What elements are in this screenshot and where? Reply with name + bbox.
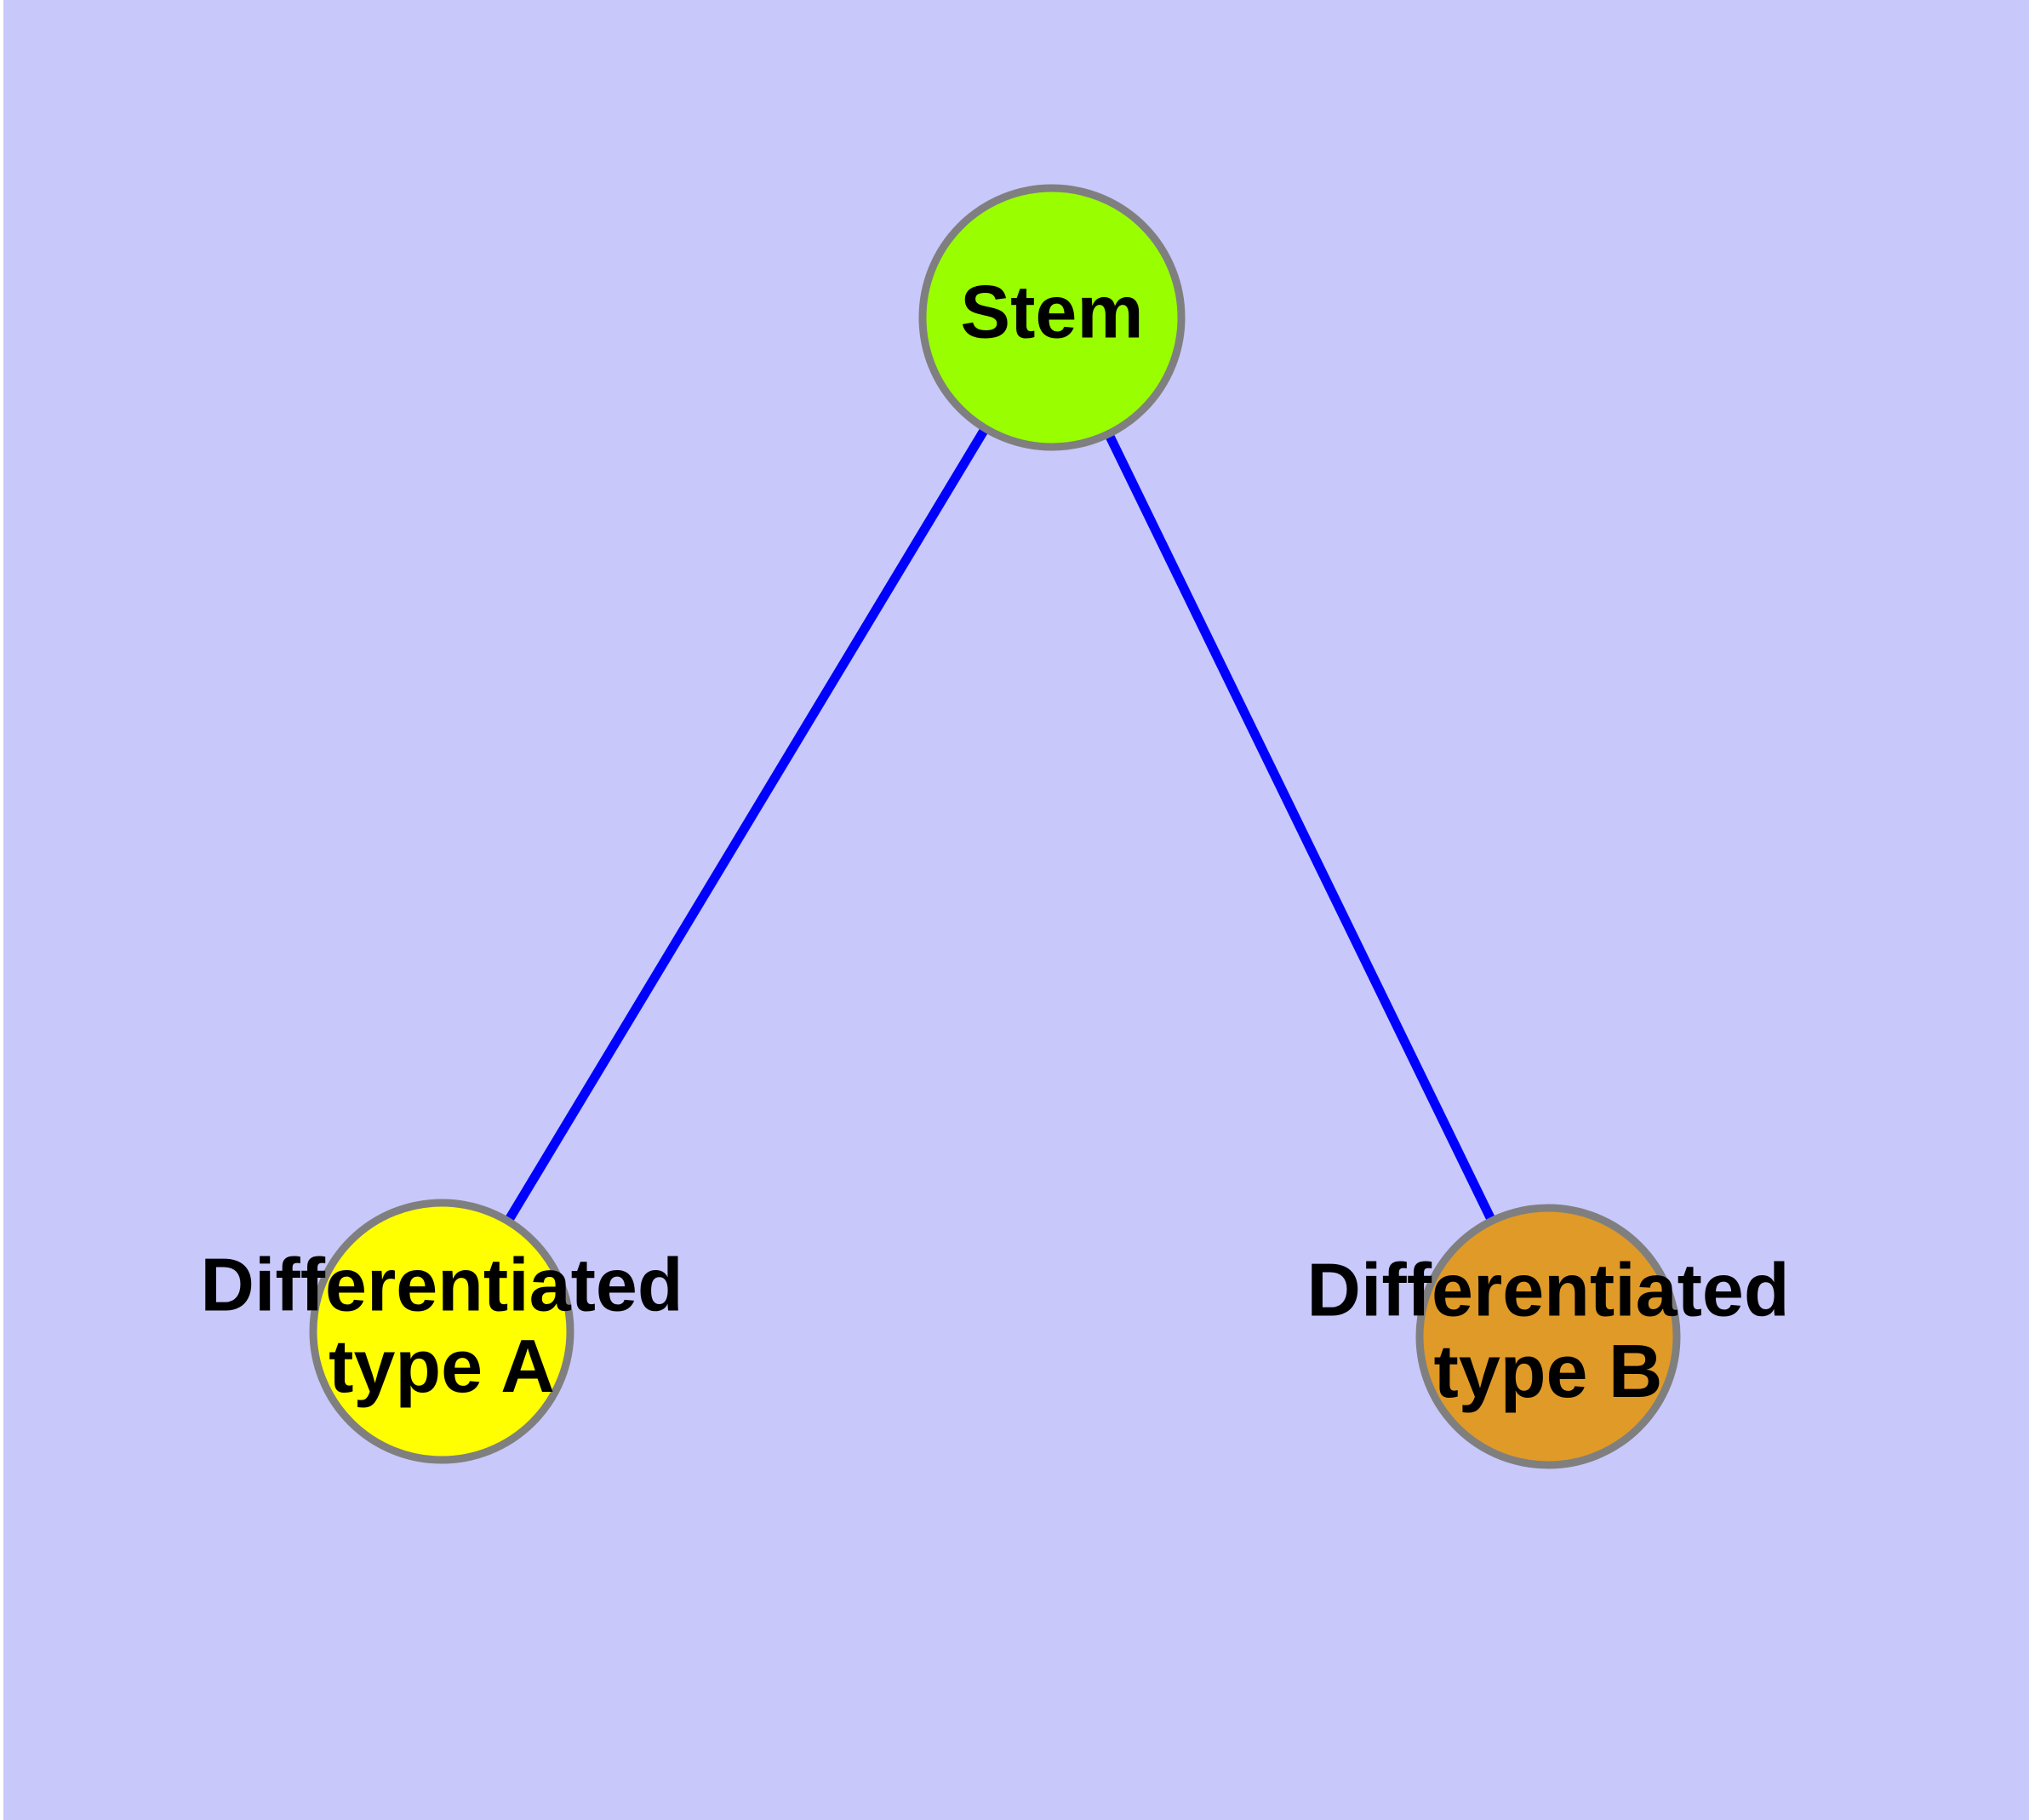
stem-node-label: Stem [960, 269, 1143, 353]
differentiated-type-a-node-circle[interactable] [309, 1199, 574, 1464]
differentiated-type-a-label-line-2: type A [329, 1324, 555, 1408]
node-differentiated-type-b[interactable]: Differentiated type B [1306, 1204, 1790, 1469]
differentiated-type-a-label-line-1: Differentiated [200, 1243, 683, 1327]
node-layer: Stem Differentiated type A Differentiate… [200, 184, 1790, 1469]
edge-stem-to-differentiated-type-a [504, 426, 990, 1224]
node-stem[interactable]: Stem [918, 184, 1186, 451]
differentiated-type-b-label-line-1: Differentiated [1306, 1248, 1789, 1332]
differentiated-type-b-node-circle[interactable] [1415, 1204, 1681, 1469]
edge-stem-to-differentiated-type-b [1104, 432, 1496, 1223]
edge-layer [504, 426, 1496, 1224]
differentiated-type-b-label-line-2: type B [1434, 1329, 1663, 1413]
node-differentiated-type-a[interactable]: Differentiated type A [200, 1199, 683, 1464]
stem-node-circle[interactable] [918, 184, 1186, 451]
